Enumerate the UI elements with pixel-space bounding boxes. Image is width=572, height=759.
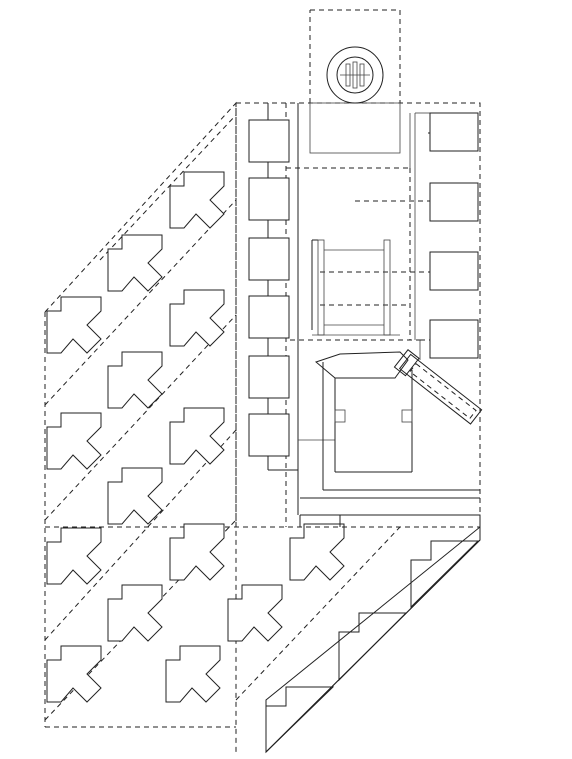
room-rect (429, 112, 479, 152)
room-square (248, 119, 290, 163)
pavilion (314, 351, 480, 491)
frame-structure (311, 239, 400, 336)
room-rect (429, 182, 479, 222)
room-square (248, 413, 290, 457)
room-square (248, 295, 290, 339)
arrow-unit (107, 584, 163, 642)
room-rect (429, 251, 479, 291)
arrow-unit (46, 645, 102, 703)
arrow-unit (46, 412, 102, 470)
arrow-unit (169, 407, 225, 465)
arrow-unit (169, 289, 225, 347)
arrow-unit-group (46, 171, 345, 703)
rotunda (326, 46, 384, 104)
arrow-unit (107, 234, 163, 292)
arrow-unit (227, 584, 283, 642)
room-square (248, 177, 290, 221)
arrow-unit (165, 645, 221, 703)
arrow-unit (169, 523, 225, 581)
right-room-column (429, 112, 479, 359)
room-square (248, 237, 290, 281)
arrow-unit (107, 467, 163, 525)
arrow-unit (289, 523, 345, 581)
arrow-unit (46, 296, 102, 354)
arrow-unit (107, 351, 163, 409)
stepped-units-right (265, 540, 480, 754)
arrow-unit (46, 527, 102, 585)
room-square (248, 355, 290, 399)
room-rect (429, 319, 479, 359)
arrow-unit (169, 171, 225, 229)
left-room-column (248, 119, 290, 457)
angled-ramp (393, 349, 483, 425)
